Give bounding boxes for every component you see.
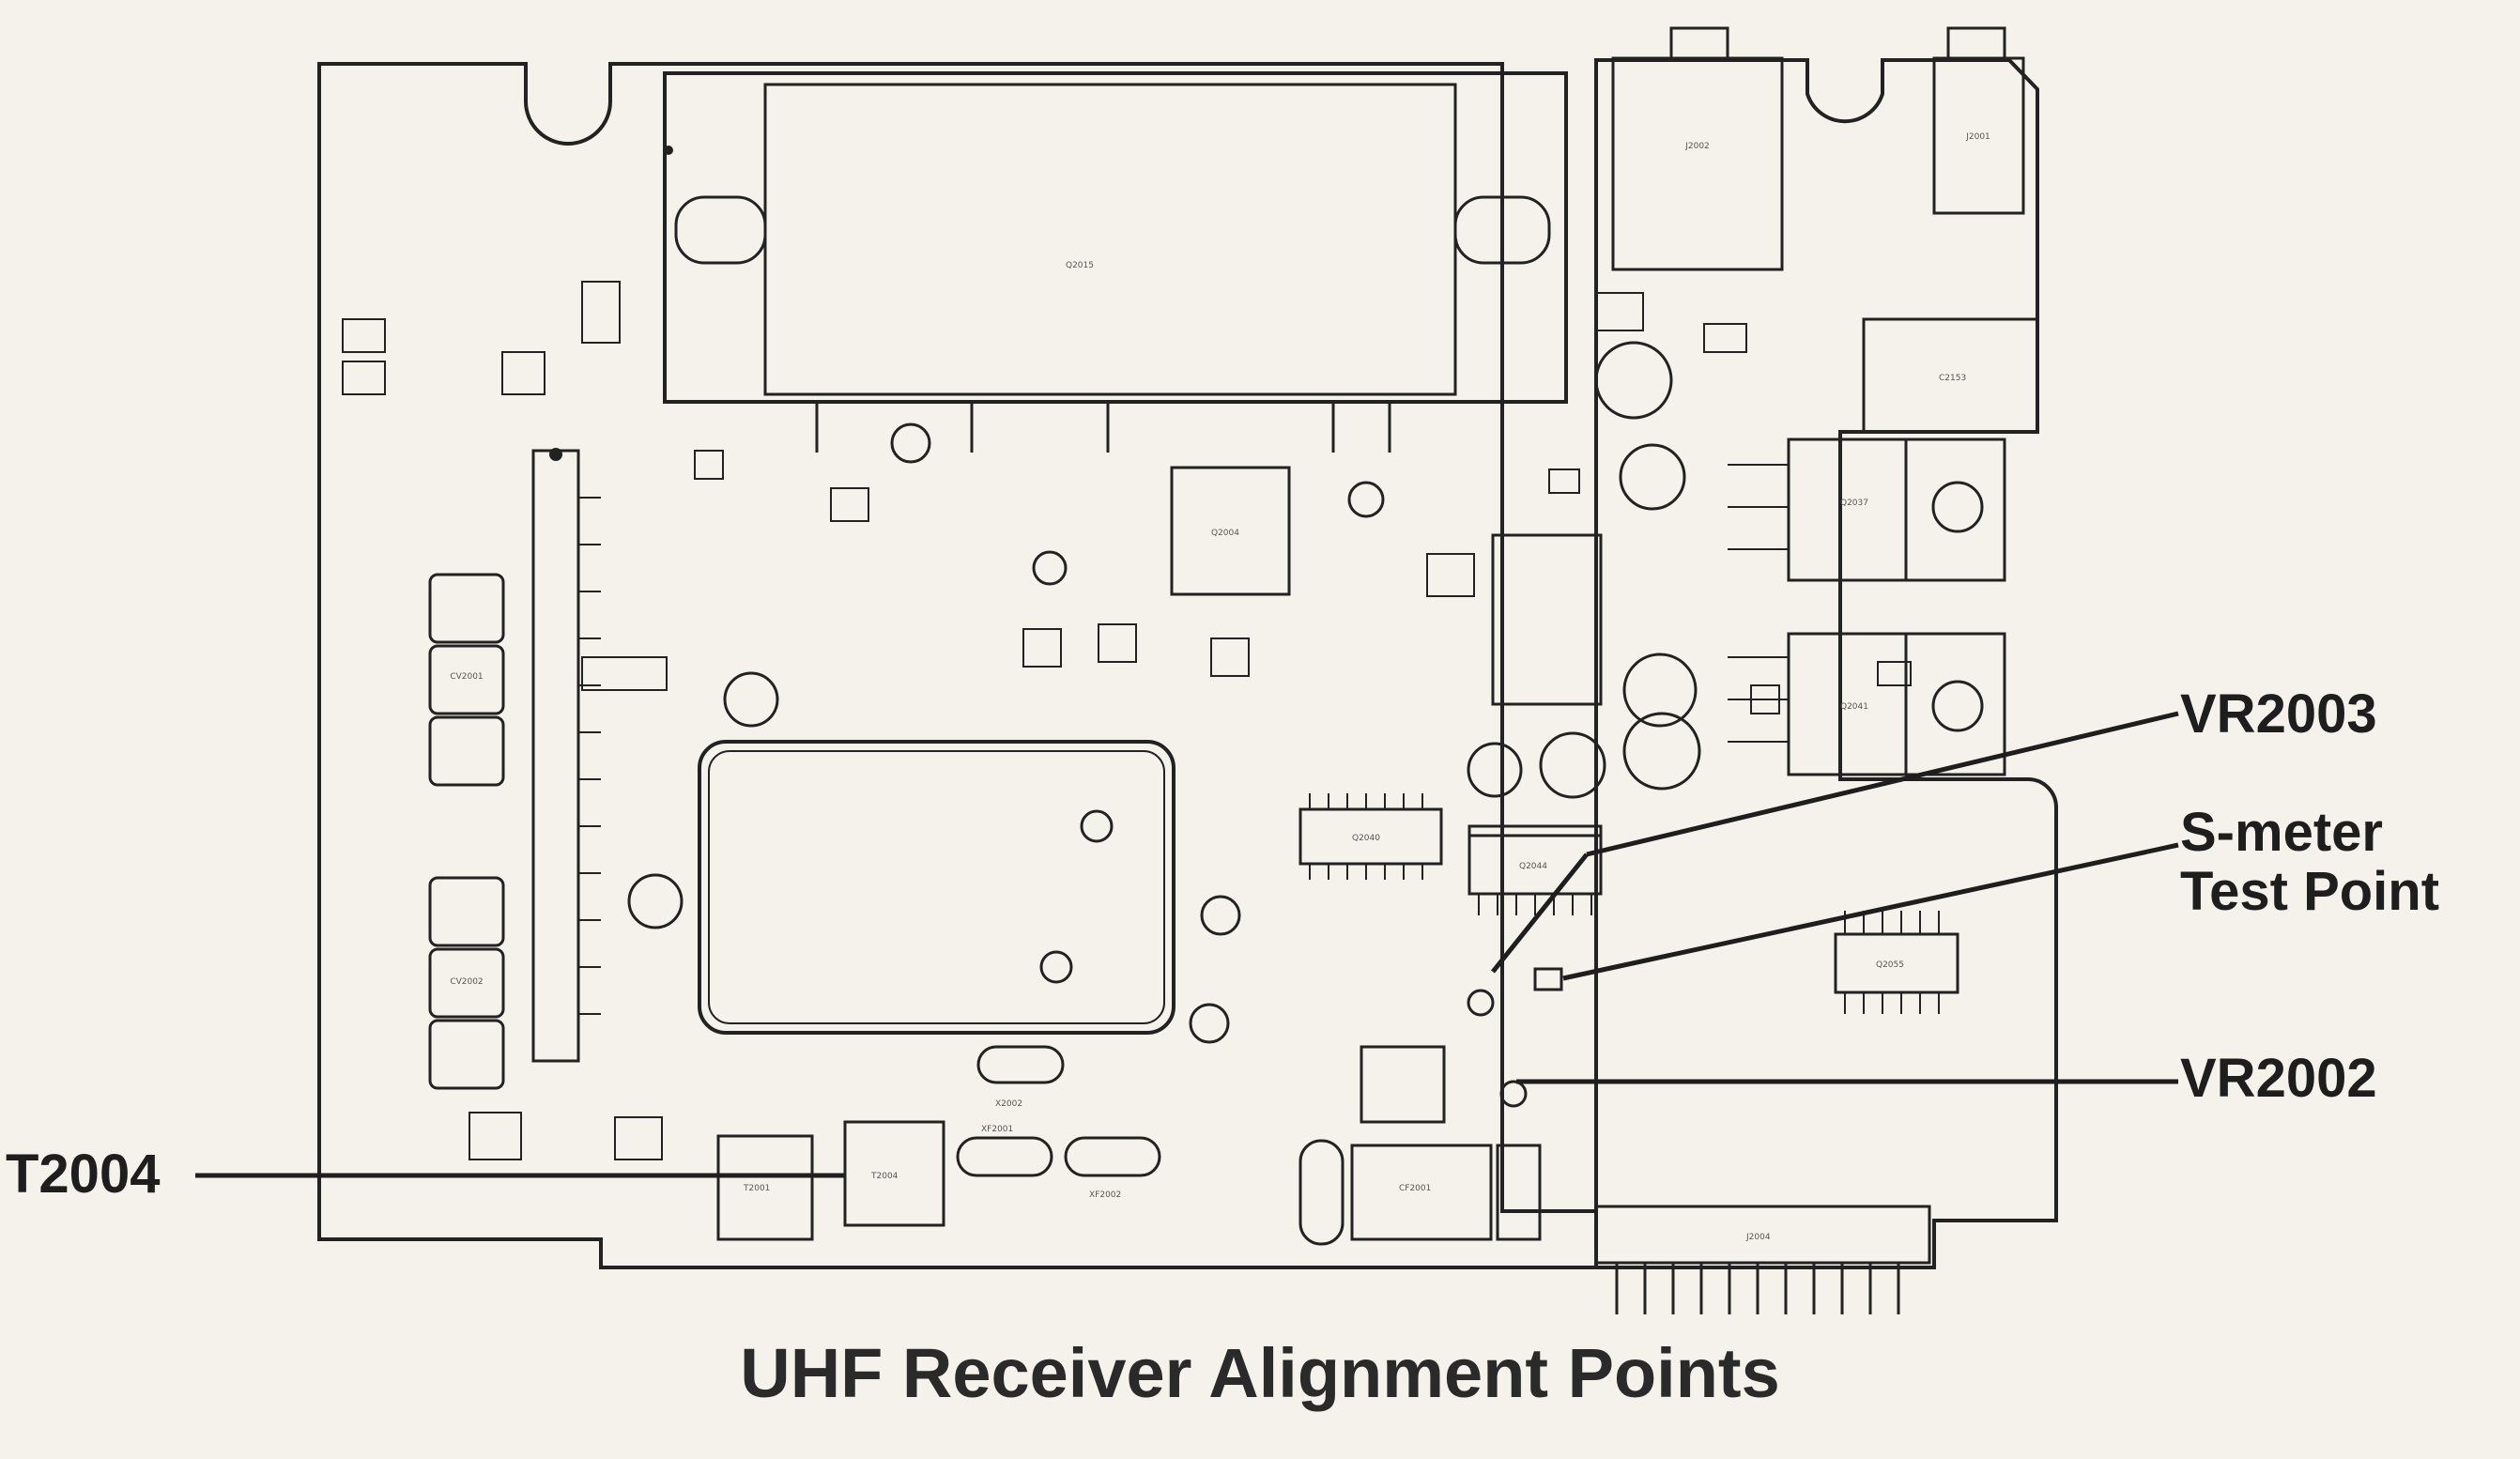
label-q2041: Q2041 [1840, 702, 1868, 712]
regulator-q2037 [1787, 438, 2006, 582]
label-j2002: J2002 [1684, 142, 1710, 151]
label-cv2002: CV2002 [450, 977, 483, 987]
callout-vr2002: VR2002 [2180, 1048, 2377, 1109]
label-q2037: Q2037 [1840, 499, 1868, 508]
label-j2004: J2004 [1745, 1233, 1771, 1242]
label-q2055: Q2055 [1876, 960, 1904, 970]
callout-smeter-test-point: S-meter Test Point [2180, 802, 2440, 922]
trimmer-vr2003 [1467, 989, 1495, 1017]
label-t2004: T2004 [870, 1172, 899, 1181]
label-q2044: Q2044 [1519, 862, 1547, 871]
ic-q2055 [1834, 932, 1959, 994]
label-xf2001: XF2001 [981, 1125, 1013, 1134]
leader-smeter [1562, 842, 2179, 981]
trimmer-vr2002 [1499, 1080, 1528, 1108]
pcb-outline [317, 62, 1598, 1269]
module-q2015 [663, 71, 1568, 404]
transformer-t2001 [716, 1134, 814, 1241]
label-xf2002: XF2002 [1089, 1190, 1121, 1200]
label-cf2001: CF2001 [1399, 1184, 1431, 1193]
label-cv2001: CV2001 [450, 672, 483, 682]
label-q2040: Q2040 [1352, 834, 1380, 843]
label-j2001: J2001 [1965, 132, 1990, 142]
transistor-q2004 [1170, 466, 1291, 596]
label-x2002: X2002 [995, 1099, 1022, 1109]
label-c2153: C2153 [1939, 374, 1966, 383]
label-q2004: Q2004 [1211, 529, 1239, 538]
callout-t2004: T2004 [6, 1144, 161, 1205]
diagram-title: UHF Receiver Alignment Points [740, 1334, 1780, 1412]
connector-j2004 [1594, 1205, 1931, 1265]
regulator-q2041 [1787, 632, 2006, 776]
filter-cf2001 [1350, 1144, 1493, 1241]
connector-j2002 [1611, 56, 1784, 271]
shield-can [698, 740, 1175, 1035]
leader-vr2003 [1491, 852, 1589, 974]
label-q2015: Q2015 [1066, 261, 1094, 270]
smeter-testpoint [1533, 967, 1563, 991]
ic-q2040 [1298, 807, 1443, 866]
callout-vr2003: VR2003 [2180, 683, 2377, 745]
pcb-outline-right [1594, 58, 2058, 1269]
label-t2001: T2001 [743, 1184, 770, 1193]
